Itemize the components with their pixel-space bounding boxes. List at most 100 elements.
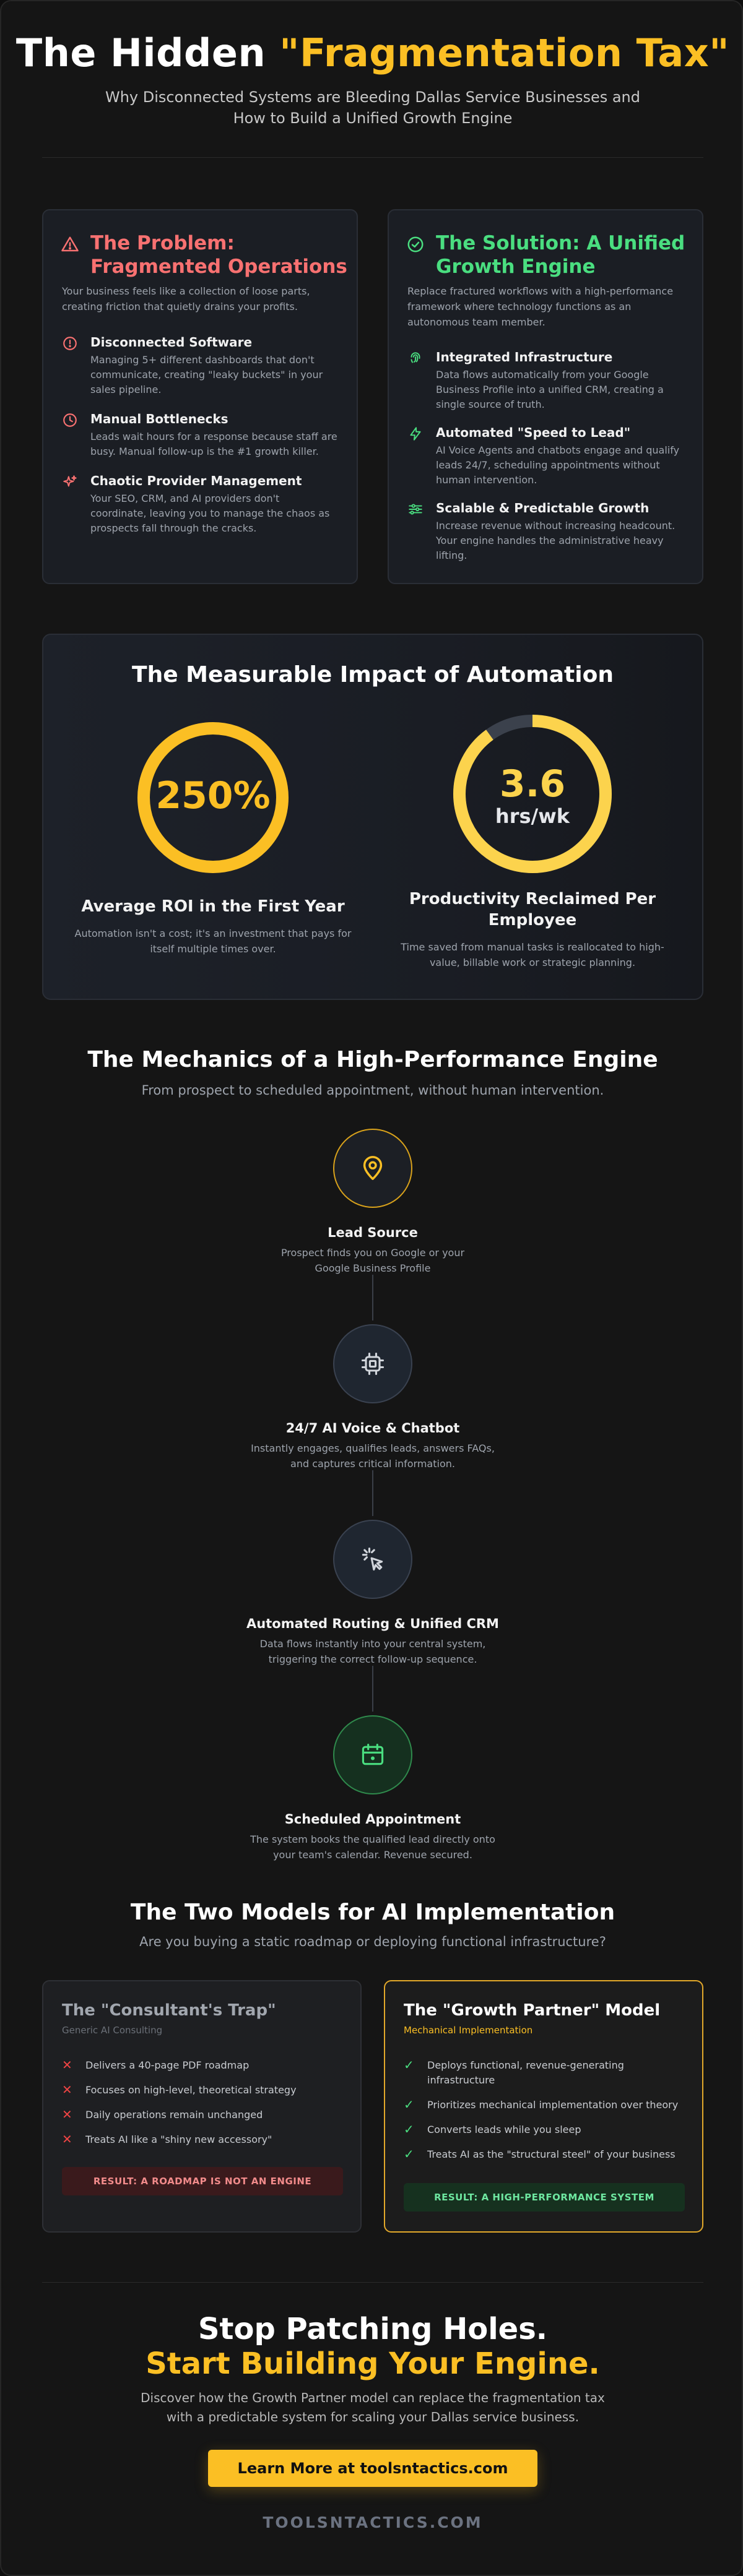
consultant-model-card: The "Consultant's Trap" Generic AI Consu… xyxy=(42,1980,362,2233)
desc-line: AI Voice Agents and chatbots engage and … xyxy=(436,444,680,456)
desc-line: value, billable work or strategic planni… xyxy=(429,957,636,968)
item-text: Delivers a 40-page PDF roadmap xyxy=(85,2059,250,2071)
step-circle xyxy=(333,1324,412,1403)
step-desc: Instantly engages, qualifies leads, answ… xyxy=(1,1441,742,1471)
desc-line: your team's calendar. Revenue secured. xyxy=(273,1849,472,1861)
x-mark-icon: ✕ xyxy=(62,2082,72,2097)
x-mark-icon: ✕ xyxy=(62,2107,72,2122)
problem-card: The Problem: Fragmented Operations Your … xyxy=(42,209,358,584)
title-accent: "Fragmentation Tax" xyxy=(279,30,730,75)
productivity-ring: 3.6 hrs/wk xyxy=(453,715,612,873)
footer-brand: TOOLSNTACTICS.COM xyxy=(263,2514,483,2531)
desc-line: and captures critical information. xyxy=(290,1458,455,1470)
cta-desc-line: with a predictable system for scaling yo… xyxy=(166,2410,580,2424)
model-title: The "Growth Partner" Model xyxy=(404,2001,661,2020)
step-circle xyxy=(333,1715,412,1794)
impact-title: The Measurable Impact of Automation xyxy=(132,662,614,687)
desc-line: The system books the qualified lead dire… xyxy=(250,1833,495,1845)
check-mark-icon: ✓ xyxy=(404,2057,414,2072)
item-title: Scalable & Predictable Growth xyxy=(436,501,650,515)
impact-section: The Measurable Impact of Automation 250%… xyxy=(42,634,703,1000)
flow-connector xyxy=(372,1470,373,1516)
consultant-result-badge: RESULT: A ROADMAP IS NOT AN ENGINE xyxy=(62,2167,343,2195)
flow-step-routing-crm: Automated Routing & Unified CRM Data flo… xyxy=(1,1520,742,1667)
item-title: Manual Bottlenecks xyxy=(90,411,228,426)
stat-desc: Time saved from manual tasks is realloca… xyxy=(390,939,675,970)
desc-line: Time saved from manual tasks is realloca… xyxy=(401,941,664,953)
page-title: The Hidden "Fragmentation Tax" xyxy=(1,30,742,75)
stat-title-line: Employee xyxy=(488,911,577,929)
calendar-icon xyxy=(362,1743,384,1765)
item-text: Daily operations remain unchanged xyxy=(85,2109,263,2121)
stat-title: Productivity Reclaimed Per Employee xyxy=(390,889,675,931)
cta-desc-line: Discover how the Growth Partner model ca… xyxy=(141,2390,605,2405)
step-desc: Prospect finds you on Google or your Goo… xyxy=(1,1245,742,1276)
flow-step-lead-source: Lead Source Prospect finds you on Google… xyxy=(1,1129,742,1276)
desc-line: Increase revenue without increasing head… xyxy=(436,520,676,532)
problem-item: Manual Bottlenecks Leads wait hours for … xyxy=(62,411,337,459)
page-subtitle: Why Disconnected Systems are Bleeding Da… xyxy=(1,87,742,129)
flow-connector xyxy=(372,1666,373,1712)
desc-line: communicate, creating "leaky buckets" in… xyxy=(90,369,323,381)
problem-item: Chaotic Provider Management Your SEO, CR… xyxy=(62,473,329,536)
desc-line: sales pipeline. xyxy=(90,384,162,395)
problem-item: Disconnected Software Managing 5+ differ… xyxy=(62,334,323,397)
item-desc: AI Voice Agents and chatbots engage and … xyxy=(436,443,679,488)
desc-line: Your engine handles the administrative h… xyxy=(436,535,664,546)
intro-line: Your business feels like a collection of… xyxy=(62,285,310,297)
learn-more-button[interactable]: Learn More at toolsntactics.com xyxy=(208,2450,537,2487)
model-item: ✕Delivers a 40-page PDF roadmap xyxy=(62,2058,249,2073)
warning-triangle-icon xyxy=(61,236,79,252)
desc-line: triggering the correct follow-up sequenc… xyxy=(268,1653,477,1665)
stat-value: 3.6 xyxy=(500,762,565,806)
stat-roi: 250% Average ROI in the First Year Autom… xyxy=(71,720,355,957)
check-mark-icon: ✓ xyxy=(404,2097,414,2112)
intro-line: creating friction that quietly drains yo… xyxy=(62,301,298,312)
sliders-icon xyxy=(409,504,422,515)
step-circle xyxy=(333,1129,412,1208)
item-text: Treats AI as the "structural steel" of y… xyxy=(427,2148,676,2160)
solution-item: Scalable & Predictable Growth Increase r… xyxy=(407,500,675,563)
desc-line: Data flows instantly into your central s… xyxy=(259,1638,486,1650)
desc-line: Data flows automatically from your Googl… xyxy=(436,369,649,381)
divider xyxy=(42,157,703,158)
desc-line: Leads wait hours for a response because … xyxy=(90,431,337,442)
item-title: Chaotic Provider Management xyxy=(90,473,302,488)
model-title: The "Consultant's Trap" xyxy=(62,2001,276,2020)
intro-line: autonomous team member. xyxy=(407,316,545,328)
title-main: The Hidden xyxy=(15,30,280,75)
solution-item: Integrated Infrastructure Data flows aut… xyxy=(407,349,664,412)
models-title: The Two Models for AI Implementation xyxy=(130,1900,615,1925)
item-desc: Managing 5+ different dashboards that do… xyxy=(90,353,323,397)
solution-title: The Solution: A Unified Growth Engine xyxy=(436,231,685,278)
item-text: Focuses on high-level, theoretical strat… xyxy=(85,2084,297,2096)
desc-line: lifting. xyxy=(436,549,467,561)
cta-headline-accent: Start Building Your Engine. xyxy=(146,2346,600,2381)
stat-value: 250% xyxy=(155,774,270,817)
intro-line: Replace fractured workflows with a high-… xyxy=(407,285,674,297)
stat-title: Average ROI in the First Year xyxy=(71,896,355,917)
check-mark-icon: ✓ xyxy=(404,2147,414,2161)
flow-connector xyxy=(372,1275,373,1320)
item-desc: Increase revenue without increasing head… xyxy=(436,519,675,563)
stat-productivity: 3.6 hrs/wk Productivity Reclaimed Per Em… xyxy=(390,713,675,970)
fingerprint-icon xyxy=(411,352,420,363)
item-title: Automated "Speed to Lead" xyxy=(436,425,631,440)
item-desc: Your SEO, CRM, and AI providers don't co… xyxy=(90,491,329,536)
desc-line: prospects fall through the cracks. xyxy=(90,522,257,534)
step-desc: Data flows instantly into your central s… xyxy=(1,1636,742,1667)
desc-line: itself multiple times over. xyxy=(150,943,276,955)
desc-line: human intervention. xyxy=(436,474,537,486)
intro-line: framework where technology functions as … xyxy=(407,301,632,312)
model-item: ✕ Daily operations remain unchanged xyxy=(62,2108,263,2122)
desc-line: busy. Manual follow-up is the #1 growth … xyxy=(90,446,319,457)
problem-title: The Problem: Fragmented Operations xyxy=(90,231,347,278)
model-item: ✕Treats AI like a "shiny new accessory" xyxy=(62,2132,272,2147)
subtitle-line: Why Disconnected Systems are Bleeding Da… xyxy=(105,88,640,106)
model-tag: Generic AI Consulting xyxy=(62,2025,163,2036)
step-desc: The system books the qualified lead dire… xyxy=(1,1832,742,1863)
model-item: ✕ Focuses on high-level, theoretical stra… xyxy=(62,2083,297,2098)
stat-desc: Automation isn't a cost; it's an investm… xyxy=(71,926,355,957)
